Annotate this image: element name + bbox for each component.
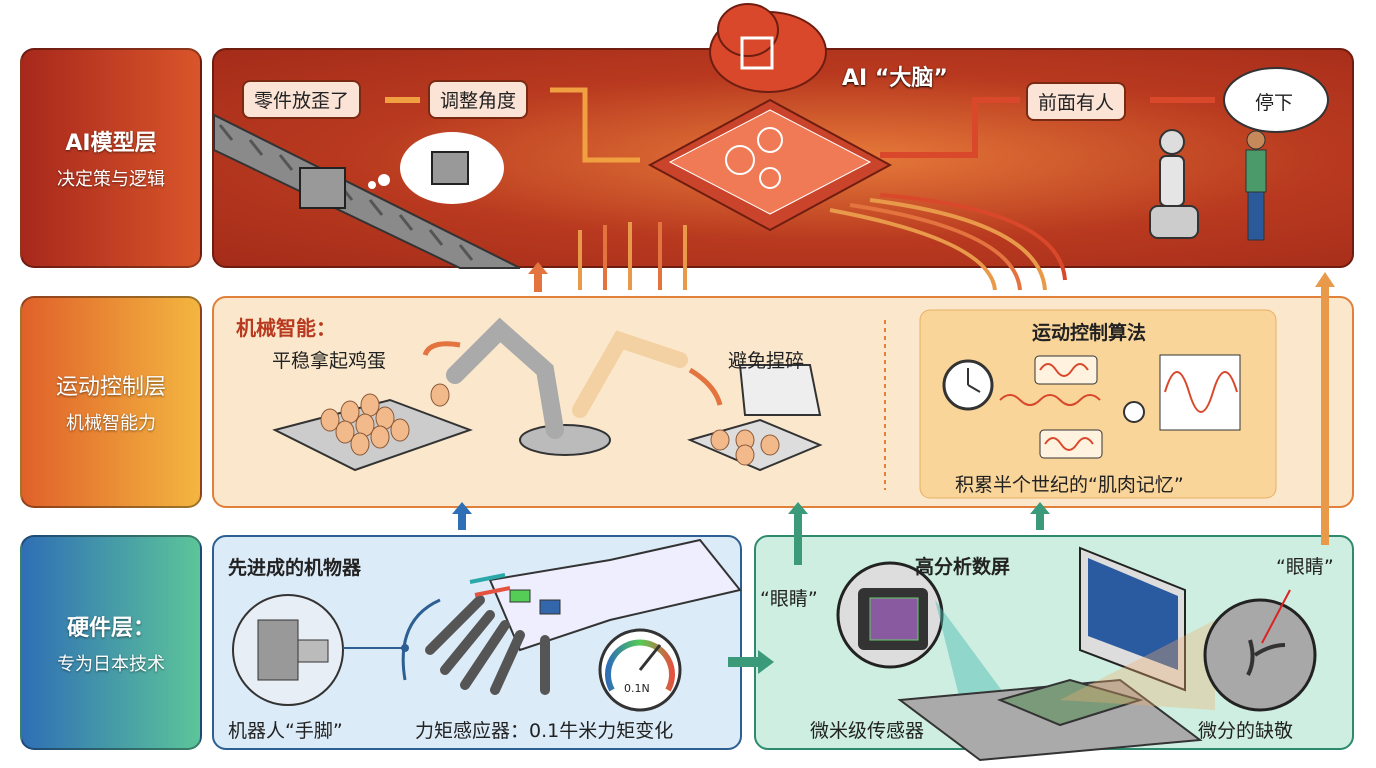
- step-adjust-angle: 调整角度: [428, 80, 529, 119]
- chip-wires: [385, 87, 1215, 291]
- layer-label-motion: 运动控制层 机械智能力: [20, 296, 202, 508]
- algo-caption: 积累半个世纪的“肌肉记忆”: [955, 474, 1184, 496]
- robot-person-illustration: [1149, 67, 1329, 241]
- layer-label-ai: AI模型层 决定策与逻辑: [20, 48, 202, 268]
- joint-label: 机器人“手脚”: [228, 720, 343, 742]
- conveyor-illustration: [213, 113, 521, 269]
- avoid-crush-label: 避免捏碎: [728, 350, 805, 372]
- inspection-illustration: [836, 546, 1317, 762]
- stop-bubble: 停下: [1255, 92, 1294, 114]
- hardware-right-heading: 高分析数屏: [915, 556, 1011, 578]
- layer-subtitle: 专为日本技术: [57, 653, 165, 675]
- algo-title: 运动控制算法: [1032, 322, 1147, 344]
- layer-label-hardware: 硬件层： 专为日本技术: [20, 535, 202, 750]
- layer-title: 运动控制层: [55, 375, 166, 400]
- cloud-chip-illustration: [647, 3, 893, 232]
- sensor-label: 微米级传感器: [810, 720, 925, 742]
- gauge-value: 0.1N: [624, 682, 650, 695]
- step-person-ahead: 前面有人: [1026, 82, 1127, 121]
- step-part-misaligned: 零件放歪了: [242, 80, 362, 119]
- pick-egg-label: 平稳拿起鸡蛋: [272, 350, 387, 372]
- layer-title: AI模型层: [65, 131, 157, 156]
- hardware-left-heading: 先进成的机物器: [228, 557, 362, 579]
- motion-heading: 机械智能：: [236, 316, 336, 340]
- algorithm-illustration: [919, 309, 1277, 499]
- torque-label: 力矩感应器：0.1牛米力矩变化: [415, 720, 674, 742]
- ai-brain-label: AI “大脑”: [842, 66, 948, 91]
- layer-subtitle: 决定策与逻辑: [57, 169, 165, 190]
- eye-label-right: “眼睛”: [1276, 556, 1334, 578]
- defect-label: 微分的缺敬: [1198, 720, 1294, 742]
- layer-title: 硬件层：: [66, 615, 155, 641]
- robot-arm-eggs-illustration: [272, 317, 823, 472]
- eye-label-left: “眼睛”: [760, 588, 818, 610]
- hand-sensor-illustration: [232, 538, 742, 712]
- layer-arrows: [452, 262, 1335, 674]
- layer-subtitle: 机械智能力: [66, 413, 156, 434]
